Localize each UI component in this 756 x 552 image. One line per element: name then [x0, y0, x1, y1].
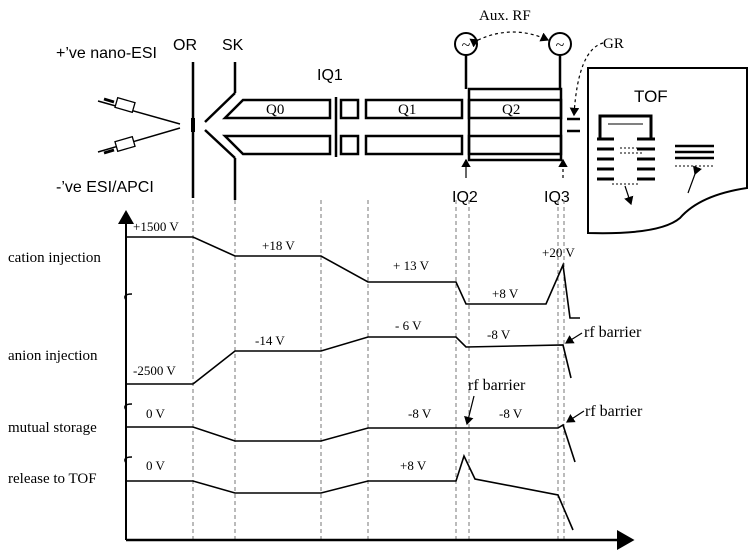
ac-source-icon: ~ — [462, 37, 471, 54]
annotation: -8 V — [487, 327, 511, 342]
annotation: +1500 V — [133, 219, 179, 234]
trace-label: mutual storage — [8, 420, 97, 436]
trace-anion-injection: anion injection -2500 V -14 V - 6 V -8 V… — [8, 318, 642, 385]
tof-pusher — [597, 114, 655, 206]
q2-label: Q2 — [502, 102, 520, 118]
q1-rod-upper — [364, 98, 464, 120]
stubby-rod-lower — [339, 134, 360, 156]
aux-rf-label: Aux. RF — [479, 8, 531, 24]
annotation: rf barrier — [584, 324, 642, 341]
nano-esi-emitter — [97, 96, 181, 125]
q0-label: Q0 — [266, 102, 284, 118]
aux-rf-source-left: ~ — [454, 32, 478, 89]
gr-arrow — [569, 42, 604, 117]
trace-cation-injection: cation injection +1500 V +18 V + 13 V +8… — [8, 219, 580, 319]
annotation: +18 V — [262, 238, 295, 253]
annotation: +8 V — [492, 286, 519, 301]
annotation: -8 V — [499, 406, 523, 421]
iq1-label: IQ1 — [317, 67, 343, 84]
aux-rf-source-right: ~ — [548, 32, 572, 89]
trace-mutual-storage: mutual storage 0 V -8 V -8 V rf barrier … — [8, 377, 643, 463]
source-neg-label: -’ve ESI/APCI — [56, 179, 154, 196]
annotation: -14 V — [255, 333, 285, 348]
trace-label: release to TOF — [8, 471, 97, 487]
annotation: +8 V — [400, 458, 427, 473]
axes — [118, 210, 635, 550]
iq3-label: IQ3 — [544, 189, 570, 206]
guide-lines — [192, 200, 565, 540]
or-label: OR — [173, 37, 197, 54]
ac-source-icon: ~ — [556, 37, 565, 54]
tof-reflectron — [675, 144, 714, 194]
annotation: 0 V — [146, 406, 166, 421]
schematic: OR SK Q0 IQ1 Q1 Q2 — [56, 8, 748, 235]
stubby-rod-upper — [339, 98, 360, 120]
sk-label: SK — [222, 37, 244, 54]
annotation: rf barrier — [468, 377, 526, 394]
trace-label: cation injection — [8, 250, 101, 266]
aux-rf-link — [469, 31, 550, 48]
esi-apci-emitter — [97, 127, 181, 155]
tof-label: TOF — [634, 87, 668, 106]
tof-box — [587, 67, 748, 235]
q2-cell — [467, 87, 563, 162]
trace-release-to-tof: release to TOF 0 V +8 V — [8, 453, 574, 531]
annotation: +20 V — [542, 245, 575, 260]
annotation: + 13 V — [393, 258, 430, 273]
gr-label: GR — [603, 36, 624, 52]
trace-label: anion injection — [8, 348, 98, 364]
annotation: - 6 V — [395, 318, 422, 333]
q1-label: Q1 — [398, 102, 416, 118]
annotation: -8 V — [408, 406, 432, 421]
skimmer — [204, 62, 237, 200]
source-pos-label: +’ve nano-ESI — [56, 45, 157, 62]
q1-rod-lower — [364, 134, 464, 156]
annotation: -2500 V — [133, 363, 176, 378]
iq2-label: IQ2 — [452, 189, 478, 206]
q0-rods — [221, 98, 332, 156]
annotation: rf barrier — [585, 403, 643, 420]
annotation: 0 V — [146, 458, 166, 473]
